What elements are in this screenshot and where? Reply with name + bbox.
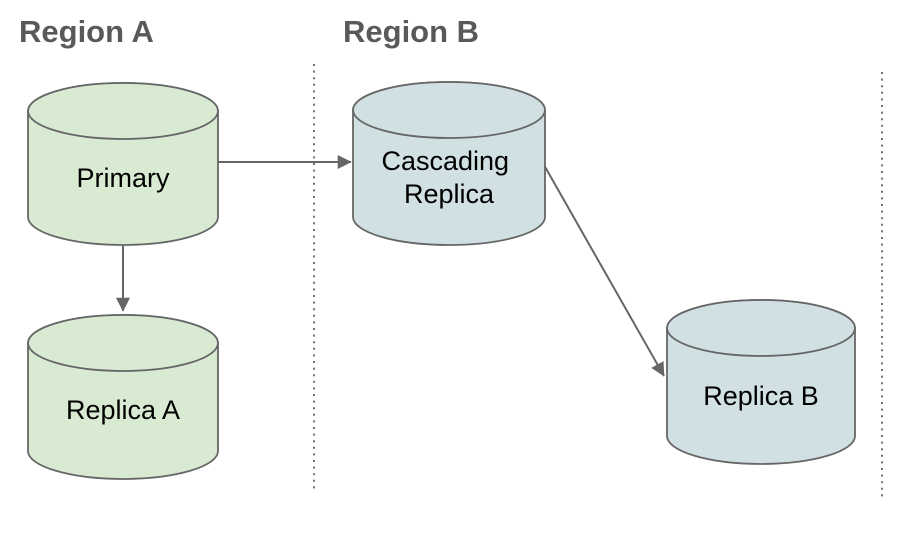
node-primary-label: Primary	[77, 163, 170, 193]
database-cylinder-top	[27, 314, 219, 372]
database-cylinder-top	[352, 81, 546, 139]
node-replica-b: Replica B	[666, 299, 856, 465]
region-b-title: Region B	[343, 14, 479, 49]
edge-cascading-replica-to-replica-b	[543, 164, 665, 377]
database-cylinder-top	[27, 82, 219, 140]
node-replica-a: Replica A	[27, 314, 219, 480]
database-cylinder-top	[666, 299, 856, 357]
node-label-line: Cascading	[381, 146, 509, 176]
region-a-title: Region A	[19, 14, 154, 49]
node-primary: Primary	[27, 82, 219, 246]
node-cascading-replica: Cascading Replica	[352, 81, 546, 246]
node-replica-a-label: Replica A	[66, 395, 180, 425]
node-label-line: Replica	[404, 179, 495, 209]
node-replica-b-label: Replica B	[703, 381, 819, 411]
node-cascading-replica-label: Cascading Replica	[381, 146, 516, 209]
